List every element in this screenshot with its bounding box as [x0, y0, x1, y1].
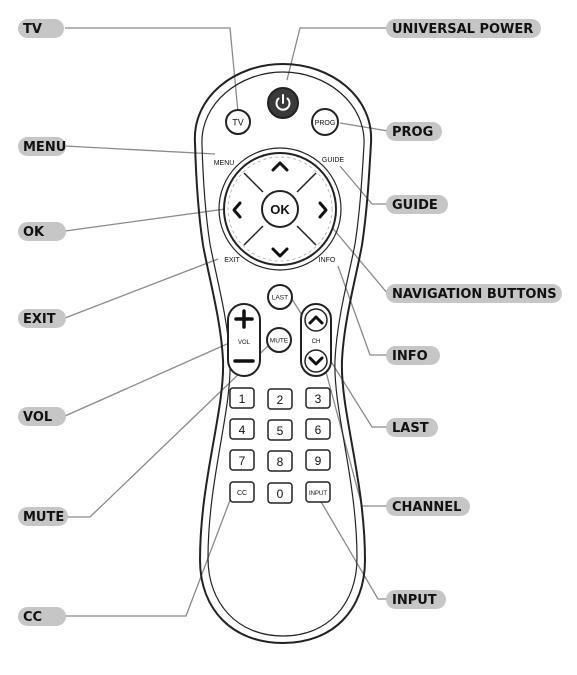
leader-mute: [65, 343, 271, 518]
callout-guide-text: GUIDE: [392, 198, 438, 213]
callout-cc: CC: [18, 607, 66, 626]
key-1-label: 1: [239, 392, 246, 406]
prog-button[interactable]: PROG: [311, 108, 339, 136]
key-5[interactable]: 5: [267, 419, 293, 441]
leader-input: [319, 499, 388, 600]
key-7-label: 7: [239, 454, 246, 468]
vol-key-label: VOL: [238, 340, 251, 346]
key-2-label: 2: [277, 393, 284, 407]
chevron-right-icon[interactable]: [318, 201, 328, 219]
leader-tv: [65, 27, 239, 113]
leader-universal-power: [286, 27, 389, 81]
input-key[interactable]: INPUT: [305, 481, 331, 503]
chevron-down-icon[interactable]: [271, 247, 289, 258]
callout-labels: TV MENU OK EXIT VOL MUTE CC UNIVE: [18, 19, 562, 626]
callout-channel: CHANNEL: [386, 497, 470, 516]
guide-key-label[interactable]: GUIDE: [322, 157, 345, 164]
plus-icon[interactable]: [234, 309, 254, 329]
key-3[interactable]: 3: [305, 387, 331, 409]
key-8[interactable]: 8: [267, 450, 293, 472]
leader-cc: [65, 494, 233, 617]
chevron-left-icon[interactable]: [232, 201, 242, 219]
tv-button[interactable]: TV: [225, 109, 251, 135]
channel-down-icon[interactable]: [308, 356, 324, 366]
key-1[interactable]: 1: [229, 387, 255, 409]
key-9[interactable]: 9: [305, 449, 331, 471]
key-7[interactable]: 7: [229, 449, 255, 471]
leader-vol: [64, 339, 237, 417]
leader-exit: [64, 258, 219, 319]
callout-ok: OK: [18, 222, 66, 241]
callout-vol-text: VOL: [23, 410, 52, 425]
remote-outline: [193, 62, 373, 645]
exit-key-label[interactable]: EXIT: [224, 257, 240, 264]
callout-exit: EXIT: [18, 309, 66, 328]
callout-last-text: LAST: [392, 421, 429, 436]
chevron-up-icon[interactable]: [271, 161, 289, 172]
last-button[interactable]: LAST: [267, 284, 293, 310]
callout-mute-text: MUTE: [23, 510, 64, 525]
callout-last: LAST: [386, 418, 438, 437]
ch-key-label: CH: [312, 339, 321, 345]
key-4-label: 4: [239, 423, 246, 437]
key-6-label: 6: [315, 423, 322, 437]
channel-rocker: CH: [300, 303, 332, 377]
callout-universal-power: UNIVERSAL POWER: [386, 19, 541, 38]
callout-universal-power-text: UNIVERSAL POWER: [392, 22, 533, 37]
power-button[interactable]: [267, 87, 299, 119]
key-5-label: 5: [277, 424, 284, 438]
channel-up-icon[interactable]: [308, 315, 324, 325]
menu-key-label[interactable]: MENU: [214, 160, 235, 167]
key-9-label: 9: [315, 454, 322, 468]
callout-info: INFO: [386, 346, 440, 365]
leader-menu: [64, 145, 216, 155]
key-8-label: 8: [277, 455, 284, 469]
key-3-label: 3: [315, 392, 322, 406]
last-key-label: LAST: [272, 295, 288, 302]
ok-button[interactable]: OK: [261, 190, 299, 228]
cc-key[interactable]: CC: [229, 481, 255, 503]
callout-cc-text: CC: [23, 610, 42, 625]
callout-tv-text: TV: [23, 22, 42, 37]
volume-rocker: VOL: [227, 303, 261, 377]
callout-mute: MUTE: [18, 507, 68, 526]
callout-ok-text: OK: [23, 225, 45, 240]
callout-navigation: NAVIGATION BUTTONS: [386, 284, 562, 303]
callout-tv: TV: [18, 19, 64, 38]
callout-prog-text: PROG: [392, 125, 433, 140]
key-2[interactable]: 2: [267, 388, 293, 410]
key-4[interactable]: 4: [229, 418, 255, 440]
prog-key-label: PROG: [315, 120, 336, 127]
leader-prog: [339, 122, 389, 132]
callout-vol: VOL: [18, 407, 66, 426]
callout-input: INPUT: [386, 590, 446, 609]
tv-key-label: TV: [232, 118, 244, 128]
key-0[interactable]: 0: [267, 482, 293, 504]
ok-key-label: OK: [270, 202, 290, 217]
callout-guide: GUIDE: [386, 195, 448, 214]
cc-key-label: CC: [237, 490, 247, 497]
mute-key-label: MUTE: [270, 338, 289, 345]
input-key-label: INPUT: [309, 491, 327, 497]
info-key-label[interactable]: INFO: [319, 257, 336, 264]
leader-info: [337, 265, 388, 356]
key-0-label: 0: [277, 487, 284, 501]
mute-button[interactable]: MUTE: [266, 327, 292, 353]
callout-menu-text: MENU: [23, 140, 66, 155]
callout-exit-text: EXIT: [23, 312, 56, 327]
callout-input-text: INPUT: [392, 593, 437, 608]
callout-navigation-text: NAVIGATION BUTTONS: [392, 287, 557, 302]
power-icon: [275, 94, 291, 111]
key-6[interactable]: 6: [305, 418, 331, 440]
remote-body: [193, 62, 373, 645]
callout-info-text: INFO: [392, 349, 428, 364]
callout-channel-text: CHANNEL: [392, 500, 461, 515]
callout-menu: MENU: [18, 137, 66, 156]
leader-guide: [339, 165, 388, 205]
numeric-keypad: 1 2 3 4 5 6 7 8 9 CC 0 INPUT: [229, 387, 331, 504]
callout-prog: PROG: [386, 122, 442, 141]
